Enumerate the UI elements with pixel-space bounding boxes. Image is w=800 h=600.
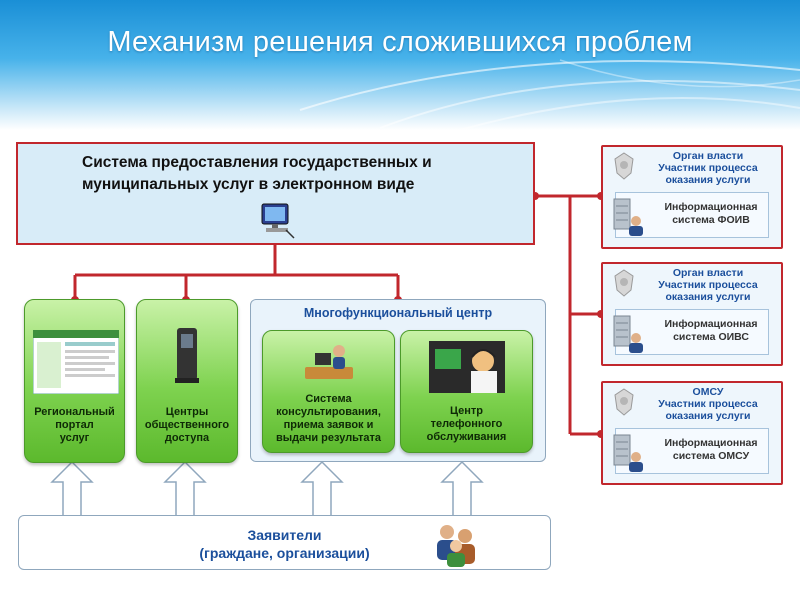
title-line: Орган власти xyxy=(672,150,744,162)
server-user-icon xyxy=(613,434,643,472)
kiosk-icon xyxy=(175,328,199,383)
label-line: Система xyxy=(305,393,352,405)
system-line: система ОМСУ xyxy=(672,450,750,462)
applicants-line2: (граждане, организации) xyxy=(199,545,370,561)
authority-title: Орган власти Участник процесса оказания … xyxy=(633,150,783,186)
label-line: портал xyxy=(55,419,94,431)
label-line: приема заявок и xyxy=(283,419,374,431)
up-arrow-icon xyxy=(300,460,344,519)
portal-screenshot-icon xyxy=(33,330,119,394)
main-system-label: Система предоставления государственных и… xyxy=(82,152,502,196)
information-system-panel: Информационная система ОИВС xyxy=(613,309,770,355)
label-line: общественного xyxy=(144,419,230,431)
title-line: ОМСУ xyxy=(692,386,724,398)
header-waves xyxy=(299,59,800,130)
system-line: Информационная xyxy=(664,437,758,449)
system-line: система ФОИВ xyxy=(672,214,750,226)
label-line: обслуживания xyxy=(426,431,507,443)
server-user-icon xyxy=(613,315,643,353)
applicants-label: Заявители (граждане, организации) xyxy=(19,526,550,562)
label-line: доступа xyxy=(164,432,210,444)
information-system-panel: Информационная система ОМСУ xyxy=(613,428,770,474)
information-system-label: Информационная система ФОИВ xyxy=(652,201,770,227)
up-arrow-icon xyxy=(50,460,94,519)
call-center-card: Центр телефонного обслуживания xyxy=(400,330,533,453)
page-title: Механизм решения сложившихся проблем xyxy=(107,26,693,58)
main-system-line2: муниципальных услуг в электронном виде xyxy=(82,176,415,193)
mfc-title: Многофункциональный центр xyxy=(303,306,493,320)
server-user-icon xyxy=(613,198,643,236)
applicants-line1: Заявители xyxy=(247,527,322,543)
coat-of-arms-icon xyxy=(614,388,634,416)
main-system-line1: Система предоставления государственных и xyxy=(82,154,432,171)
title-line: оказания услуги xyxy=(665,410,751,422)
regional-portal-label: Региональный портал услуг xyxy=(25,406,124,445)
coat-of-arms-icon xyxy=(614,269,634,297)
up-arrow-icon xyxy=(163,460,207,519)
information-system-label: Информационная система ОИВС xyxy=(652,318,770,344)
main-system-box: Система предоставления государственных и… xyxy=(16,142,535,245)
information-system-label: Информационная система ОМСУ xyxy=(652,437,770,463)
applicants-box: Заявители (граждане, организации) xyxy=(18,515,551,570)
title-line: оказания услуги xyxy=(665,291,751,303)
consulting-system-label: Система консультирования, приема заявок … xyxy=(263,393,394,445)
office-worker-icon xyxy=(305,345,353,379)
title-line: оказания услуги xyxy=(665,174,751,186)
information-system-panel: Информационная система ФОИВ xyxy=(613,192,770,238)
authority-box-oivs: Орган власти Участник процесса оказания … xyxy=(601,262,783,366)
call-center-photo-icon xyxy=(429,341,505,393)
label-line: консультирования, xyxy=(276,406,381,418)
authority-title: Орган власти Участник процесса оказания … xyxy=(633,267,783,303)
public-access-centers-card: Центры общественного доступа xyxy=(136,299,238,463)
label-line: телефонного xyxy=(430,418,503,430)
label-line: Центр xyxy=(449,405,484,417)
label-line: Центры xyxy=(165,406,209,418)
title-line: Участник процесса xyxy=(658,279,758,291)
coat-of-arms-icon xyxy=(614,152,634,180)
authority-box-foiv: Орган власти Участник процесса оказания … xyxy=(601,145,783,249)
system-line: Информационная xyxy=(664,201,758,213)
consulting-system-card: Система консультирования, приема заявок … xyxy=(262,330,395,453)
up-arrow-icon xyxy=(440,460,484,519)
people-group-icon xyxy=(437,525,475,567)
label-line: выдачи результата xyxy=(276,432,381,444)
label-line: услуг xyxy=(59,432,90,444)
system-line: Информационная xyxy=(664,318,758,330)
title-line: Участник процесса xyxy=(658,162,758,174)
authority-title: ОМСУ Участник процесса оказания услуги xyxy=(633,386,783,422)
regional-portal-card: Региональный портал услуг xyxy=(24,299,125,463)
title-line: Орган власти xyxy=(672,267,744,279)
call-center-label: Центр телефонного обслуживания xyxy=(401,405,532,444)
label-line: Региональный xyxy=(34,406,115,418)
header-banner: Механизм решения сложившихся проблем xyxy=(0,0,800,130)
public-access-centers-label: Центры общественного доступа xyxy=(137,406,237,445)
title-line: Участник процесса xyxy=(658,398,758,410)
authority-box-omsu: ОМСУ Участник процесса оказания услуги И… xyxy=(601,381,783,485)
computer-icon xyxy=(261,203,295,239)
system-line: система ОИВС xyxy=(673,331,749,343)
